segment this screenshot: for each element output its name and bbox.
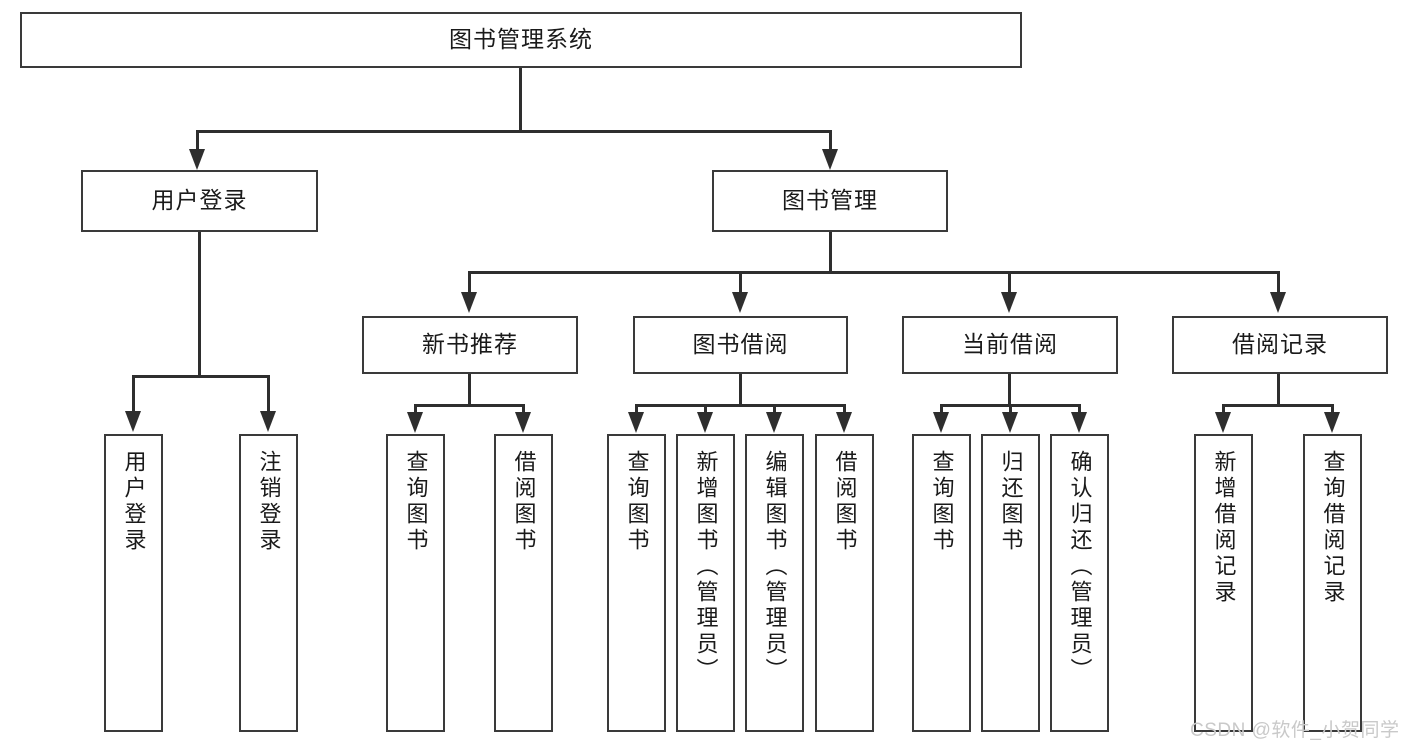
node-leaf-br-add-record[interactable]: 新增借阅记录 — [1194, 434, 1253, 732]
node-leaf-bb-query-book[interactable]: 查询图书 — [607, 434, 666, 732]
node-label: 当前借阅 — [962, 331, 1058, 358]
connector-book-mgmt-stem — [829, 232, 832, 274]
connector-drop-bb-add — [704, 404, 707, 416]
node-label: 新增借阅记录 — [1211, 450, 1237, 606]
arrowhead-user-login — [189, 149, 205, 170]
node-current-borrow[interactable]: 当前借阅 — [902, 316, 1118, 374]
node-new-book-recommend[interactable]: 新书推荐 — [362, 316, 578, 374]
node-book-borrow[interactable]: 图书借阅 — [633, 316, 848, 374]
node-label: 新书推荐 — [422, 331, 518, 358]
node-leaf-br-query-record[interactable]: 查询借阅记录 — [1303, 434, 1362, 732]
node-user-login[interactable]: 用户登录 — [81, 170, 318, 232]
node-label: 查询图书 — [624, 450, 650, 554]
arrowhead-cb-confirm — [1071, 412, 1087, 433]
arrowhead-current-borrow — [1001, 292, 1017, 313]
connector-drop-cb-confirm — [1078, 404, 1081, 416]
node-label: 借阅图书 — [832, 450, 858, 554]
connector-root-stem — [519, 68, 522, 132]
arrowhead-new-book — [461, 292, 477, 313]
arrowhead-br-add — [1215, 412, 1231, 433]
arrowhead-nb-borrow — [515, 412, 531, 433]
connector-drop-leaf-user-login — [132, 375, 135, 413]
connector-drop-current-borrow — [1008, 271, 1011, 295]
node-leaf-cb-confirm-return[interactable]: 确认归还（管理员） — [1050, 434, 1109, 732]
connector-drop-nb-borrow — [522, 404, 525, 416]
connector-drop-borrow-record — [1277, 271, 1280, 295]
arrowhead-cb-return — [1002, 412, 1018, 433]
csdn-watermark: CSDN @软件_小贺同学 — [1190, 720, 1400, 741]
connector-drop-user-login — [196, 130, 199, 152]
connector-drop-new-book — [468, 271, 471, 295]
connector-level3-bus — [468, 271, 1280, 274]
node-label: 借阅记录 — [1232, 331, 1328, 358]
node-label: 查询图书 — [403, 450, 429, 554]
connector-drop-leaf-logout — [267, 375, 270, 413]
node-label: 借阅图书 — [511, 450, 537, 554]
node-leaf-cb-query-book[interactable]: 查询图书 — [912, 434, 971, 732]
connector-drop-cb-query — [940, 404, 943, 416]
node-label: 图书管理系统 — [449, 26, 593, 53]
node-label: 用户登录 — [121, 450, 147, 554]
connector-user-login-stem — [198, 232, 201, 378]
connector-drop-book-mgmt — [829, 130, 832, 152]
arrowhead-bb-query — [628, 412, 644, 433]
node-leaf-nb-query-book[interactable]: 查询图书 — [386, 434, 445, 732]
node-leaf-cb-return-book[interactable]: 归还图书 — [981, 434, 1040, 732]
node-root-system[interactable]: 图书管理系统 — [20, 12, 1022, 68]
connector-drop-nb-query — [414, 404, 417, 416]
node-label: 注销登录 — [256, 450, 282, 554]
connector-new-book-stem — [468, 374, 471, 406]
node-leaf-nb-borrow-book[interactable]: 借阅图书 — [494, 434, 553, 732]
arrowhead-leaf-logout — [260, 411, 276, 432]
node-label: 编辑图书（管理员） — [762, 450, 788, 684]
arrowhead-bb-edit — [766, 412, 782, 433]
connector-drop-cb-return — [1009, 404, 1012, 416]
node-leaf-bb-add-book[interactable]: 新增图书（管理员） — [676, 434, 735, 732]
arrowhead-nb-query — [407, 412, 423, 433]
node-label: 确认归还（管理员） — [1067, 450, 1093, 684]
connector-new-book-bus — [414, 404, 525, 407]
connector-drop-bb-edit — [773, 404, 776, 416]
arrowhead-leaf-user-login — [125, 411, 141, 432]
node-label: 图书借阅 — [692, 331, 789, 358]
node-label: 查询借阅记录 — [1320, 450, 1346, 606]
arrowhead-bb-add — [697, 412, 713, 433]
node-leaf-logout[interactable]: 注销登录 — [239, 434, 298, 732]
node-book-management[interactable]: 图书管理 — [712, 170, 948, 232]
connector-drop-br-query — [1331, 404, 1334, 416]
node-leaf-user-login[interactable]: 用户登录 — [104, 434, 163, 732]
connector-current-borrow-stem — [1008, 374, 1011, 406]
connector-drop-bb-borrow — [843, 404, 846, 416]
connector-drop-br-add — [1222, 404, 1225, 416]
connector-drop-bb-query — [635, 404, 638, 416]
arrowhead-bb-borrow — [836, 412, 852, 433]
node-leaf-bb-borrow-book[interactable]: 借阅图书 — [815, 434, 874, 732]
connector-level2-bus — [196, 130, 832, 133]
connector-book-borrow-stem — [739, 374, 742, 406]
arrowhead-cb-query — [933, 412, 949, 433]
connector-borrow-record-stem — [1277, 374, 1280, 406]
node-label: 查询图书 — [929, 450, 955, 554]
arrowhead-book-mgmt — [822, 149, 838, 170]
arrowhead-book-borrow — [732, 292, 748, 313]
node-label: 新增图书（管理员） — [693, 450, 719, 684]
connector-book-borrow-bus — [635, 404, 846, 407]
node-borrow-record[interactable]: 借阅记录 — [1172, 316, 1388, 374]
arrowhead-borrow-record — [1270, 292, 1286, 313]
node-leaf-bb-edit-book[interactable]: 编辑图书（管理员） — [745, 434, 804, 732]
node-label: 归还图书 — [998, 450, 1024, 554]
connector-user-login-bus — [132, 375, 269, 378]
arrowhead-br-query — [1324, 412, 1340, 433]
connector-borrow-record-bus — [1222, 404, 1334, 407]
connector-drop-book-borrow — [739, 271, 742, 295]
node-label: 图书管理 — [782, 187, 878, 214]
node-label: 用户登录 — [151, 187, 248, 214]
